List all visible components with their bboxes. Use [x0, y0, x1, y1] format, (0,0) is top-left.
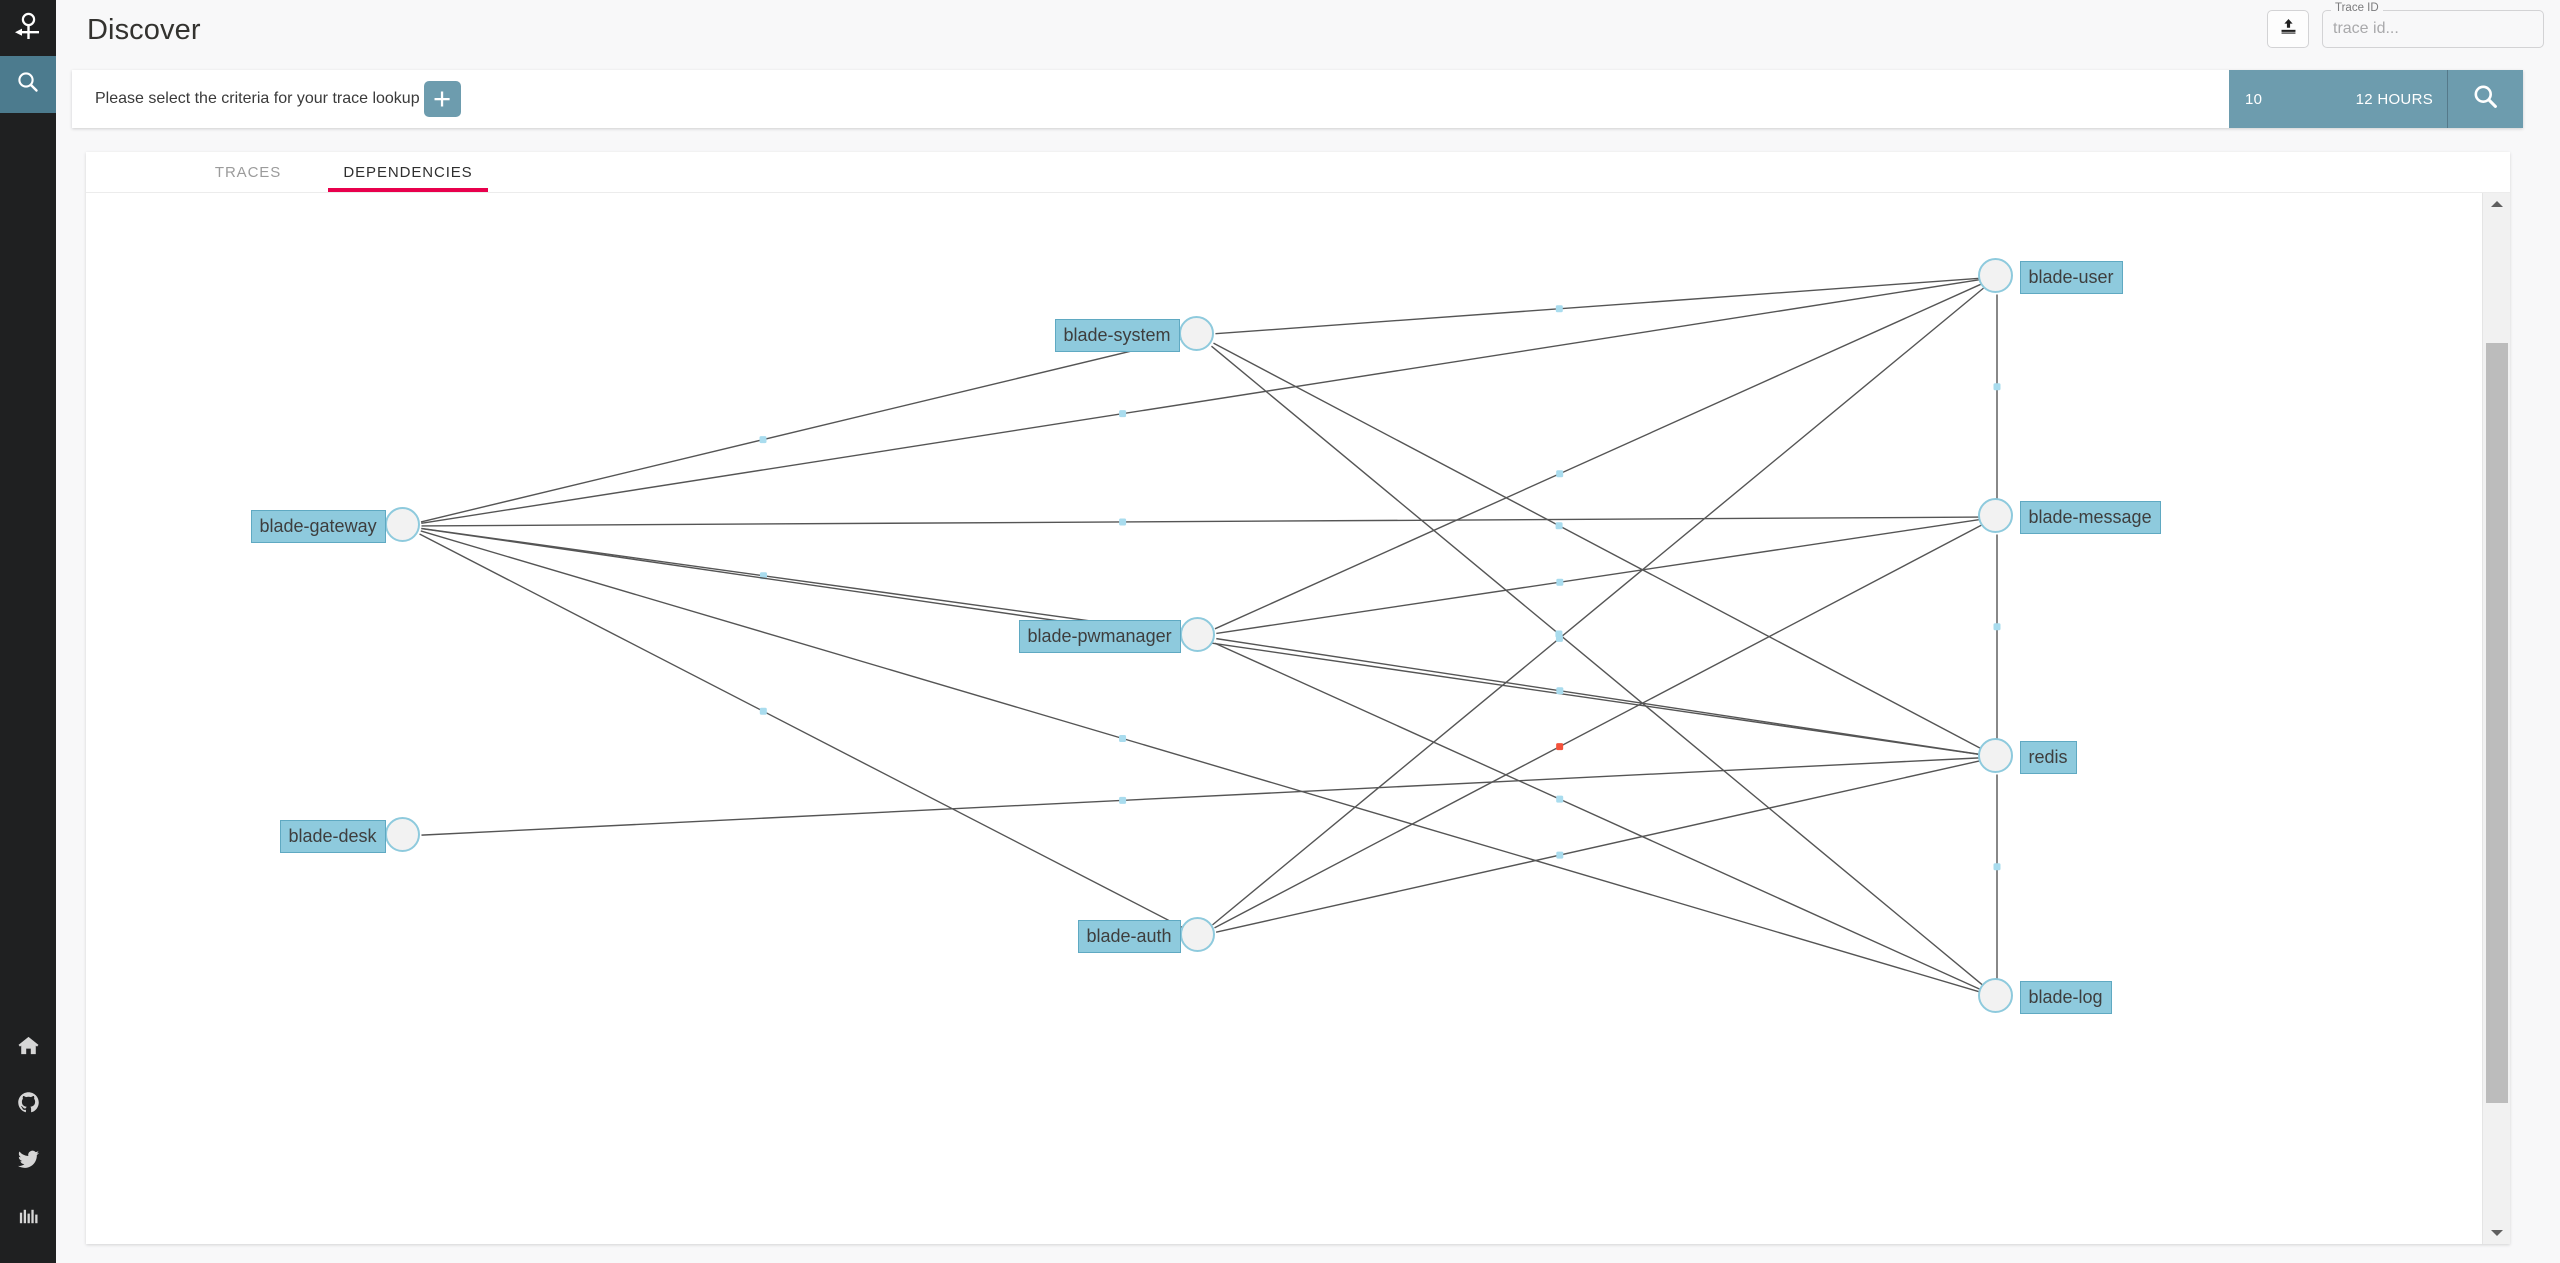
jaeger-logo-icon[interactable] [0, 0, 56, 56]
edge-marker-icon[interactable] [1556, 470, 1564, 478]
trace-id-field-wrapper: Trace ID [2322, 2, 2544, 48]
graph-edge[interactable] [1215, 760, 1981, 933]
graph-edge[interactable] [421, 279, 1980, 524]
add-criteria-button[interactable] [423, 81, 461, 117]
upload-trace-button[interactable] [2267, 10, 2309, 48]
criteria-hint: Please select the criteria for your trac… [95, 90, 420, 107]
edge-marker-icon[interactable] [1555, 634, 1563, 642]
graph-edge[interactable] [1216, 637, 1980, 756]
trace-id-input[interactable] [2322, 10, 2544, 48]
result-limit-value: 10 [2245, 90, 2263, 108]
header-actions: Trace ID [2267, 2, 2544, 48]
search-icon [2472, 83, 2499, 115]
graph-node-blade-system[interactable] [1178, 315, 1214, 351]
graph-edge[interactable] [421, 757, 1980, 836]
graph-vertical-scrollbar[interactable] [2482, 193, 2510, 1244]
graph-edge[interactable] [420, 338, 1182, 523]
graph-edge[interactable] [419, 533, 1184, 929]
graph-node-label-blade-message[interactable]: blade-message [2019, 501, 2161, 534]
graph-edge[interactable] [1214, 524, 1982, 929]
search-bar: Please select the criteria for your trac… [72, 70, 2523, 128]
twitter-icon[interactable] [0, 1131, 56, 1188]
page-title: Discover [87, 14, 201, 46]
graph-edge[interactable] [421, 527, 1182, 635]
rail-bottom-group [0, 1017, 56, 1263]
graph-node-blade-message[interactable] [1977, 497, 2013, 533]
tab-bar: TRACES DEPENDENCIES [86, 152, 2510, 193]
graph-node-label-blade-pwmanager[interactable]: blade-pwmanager [1018, 620, 1181, 653]
graph-edge[interactable] [1216, 518, 1980, 635]
edge-marker-icon[interactable] [759, 707, 767, 715]
edge-marker-icon[interactable] [1555, 522, 1563, 530]
search-controls: 10 12 HOURS [2229, 70, 2523, 128]
upload-icon [2279, 17, 2298, 41]
graph-node-label-redis[interactable]: redis [2019, 741, 2077, 774]
graph-edge[interactable] [1214, 283, 1982, 630]
scrollbar-thumb[interactable] [2486, 343, 2508, 1103]
graph-node-redis[interactable] [1977, 737, 2013, 773]
graph-edge[interactable] [421, 516, 1980, 527]
criteria-area: Please select the criteria for your trac… [72, 81, 2229, 117]
edge-marker-error-icon[interactable] [1556, 743, 1564, 751]
graph-node-label-blade-user[interactable]: blade-user [2019, 261, 2123, 294]
github-icon[interactable] [0, 1074, 56, 1131]
graph-edge[interactable] [1211, 345, 1984, 987]
graph-node-label-blade-system[interactable]: blade-system [1054, 319, 1180, 352]
graph-node-blade-user[interactable] [1977, 257, 2013, 293]
caret-down-icon[interactable] [2483, 1222, 2510, 1244]
edge-marker-icon[interactable] [759, 436, 767, 444]
graph-node-blade-auth[interactable] [1179, 916, 1215, 952]
search-icon [16, 70, 40, 99]
sidebar-item-search[interactable] [0, 56, 56, 113]
edge-marker-icon[interactable] [1119, 518, 1127, 526]
graph-edge[interactable] [420, 530, 1981, 993]
graph-node-blade-log[interactable] [1977, 977, 2013, 1013]
page-header: Discover Trace ID [56, 0, 2560, 70]
graph-edge[interactable] [1213, 342, 1982, 750]
graph-node-label-blade-gateway[interactable]: blade-gateway [250, 510, 386, 543]
edge-marker-icon[interactable] [1119, 410, 1127, 418]
lookback-value: 12 HOURS [2355, 90, 2433, 108]
edge-marker-icon[interactable] [1556, 578, 1564, 586]
dependency-graph-canvas [419, 277, 2001, 993]
edge-marker-icon[interactable] [1119, 796, 1127, 804]
limit-lookback-selector[interactable]: 10 12 HOURS [2229, 70, 2447, 128]
graph-node-label-blade-log[interactable]: blade-log [2019, 981, 2112, 1014]
search-submit-button[interactable] [2447, 70, 2523, 128]
edge-marker-icon[interactable] [1993, 383, 2001, 391]
edge-marker-icon[interactable] [1993, 863, 2001, 871]
graph-node-blade-desk[interactable] [384, 816, 420, 852]
graph-node-blade-gateway[interactable] [384, 506, 420, 542]
home-icon[interactable] [0, 1017, 56, 1074]
bars-icon[interactable] [0, 1188, 56, 1245]
tab-dependencies[interactable]: DEPENDENCIES [328, 152, 488, 192]
graph-node-label-blade-auth[interactable]: blade-auth [1077, 920, 1181, 953]
edge-marker-icon[interactable] [1993, 623, 2001, 631]
edge-marker-icon[interactable] [1556, 851, 1564, 859]
edge-marker-icon[interactable] [1556, 687, 1564, 695]
graph-edge[interactable] [1214, 642, 1982, 991]
left-rail [0, 0, 56, 1263]
graph-edge[interactable] [1212, 287, 1984, 926]
dependency-graph[interactable]: blade-gateway blade-system blade-pwmanager… [86, 193, 2510, 1244]
graph-node-label-blade-desk[interactable]: blade-desk [279, 820, 386, 853]
graph-edge[interactable] [1215, 277, 1980, 335]
edge-marker-icon[interactable] [1555, 305, 1563, 313]
graph-node-blade-pwmanager[interactable] [1179, 616, 1215, 652]
caret-up-icon[interactable] [2483, 193, 2510, 215]
edge-marker-icon[interactable] [1556, 795, 1564, 803]
content-card: TRACES DEPENDENCIES blade-gateway blade-s… [86, 152, 2510, 1244]
tab-traces[interactable]: TRACES [214, 163, 282, 181]
edge-marker-icon[interactable] [1119, 734, 1127, 742]
